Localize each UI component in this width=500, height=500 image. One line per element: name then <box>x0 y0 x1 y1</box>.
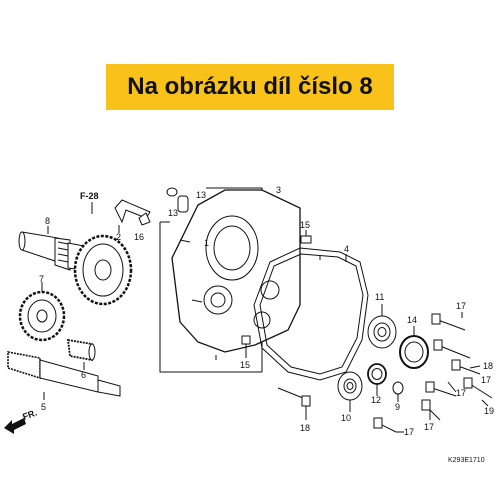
callout-10: 10 <box>341 413 351 423</box>
callout-17-c: 17 <box>481 375 491 385</box>
callout-2: 2 <box>116 232 121 242</box>
banner-text: Na obrázku díl číslo 8 <box>127 73 373 100</box>
callout-13-a: 13 <box>168 208 178 218</box>
part-6-pinion <box>66 338 96 362</box>
callout-17-a: 17 <box>456 301 466 311</box>
direction-label: FR. <box>21 408 38 422</box>
part-7-gear <box>18 290 66 342</box>
callout-15-b: 15 <box>240 360 250 370</box>
callout-13-b: 13 <box>196 190 206 200</box>
callout-18-b: 18 <box>300 423 310 433</box>
callout-1: 1 <box>204 238 209 248</box>
part-10-bearing <box>337 371 363 401</box>
callout-18-a: 18 <box>483 361 493 371</box>
callout-9: 9 <box>395 402 400 412</box>
callout-14: 14 <box>407 315 417 325</box>
callout-19: 19 <box>484 406 494 416</box>
callout-17-b: 17 <box>456 388 466 398</box>
part-number-banner: Na obrázku díl číslo 8 <box>106 64 394 110</box>
callout-7: 7 <box>39 274 44 284</box>
callout-11: 11 <box>375 292 384 302</box>
part-1-transmission-case <box>171 189 301 353</box>
reference-f28: F-28 <box>80 191 99 201</box>
callout-17-e: 17 <box>404 427 414 437</box>
part-12-seal <box>367 363 387 385</box>
callout-16: 16 <box>134 232 144 242</box>
part-11-bearing <box>367 315 397 349</box>
front-direction-arrow <box>4 418 26 434</box>
part-5-shaft <box>7 351 121 397</box>
callout-15-a: 15 <box>300 220 310 230</box>
part-8-gear <box>73 234 133 306</box>
callout-6: 6 <box>81 370 86 380</box>
diagram-code: K293E1710 <box>448 457 485 464</box>
callout-5: 5 <box>41 402 46 412</box>
part-4-gasket <box>253 247 369 381</box>
callout-8: 8 <box>45 216 50 226</box>
callout-12: 12 <box>371 395 381 405</box>
callout-4: 4 <box>344 244 349 254</box>
callout-3: 3 <box>276 185 281 195</box>
part-14-oil-seal <box>399 335 429 369</box>
callout-17-d: 17 <box>424 422 434 432</box>
